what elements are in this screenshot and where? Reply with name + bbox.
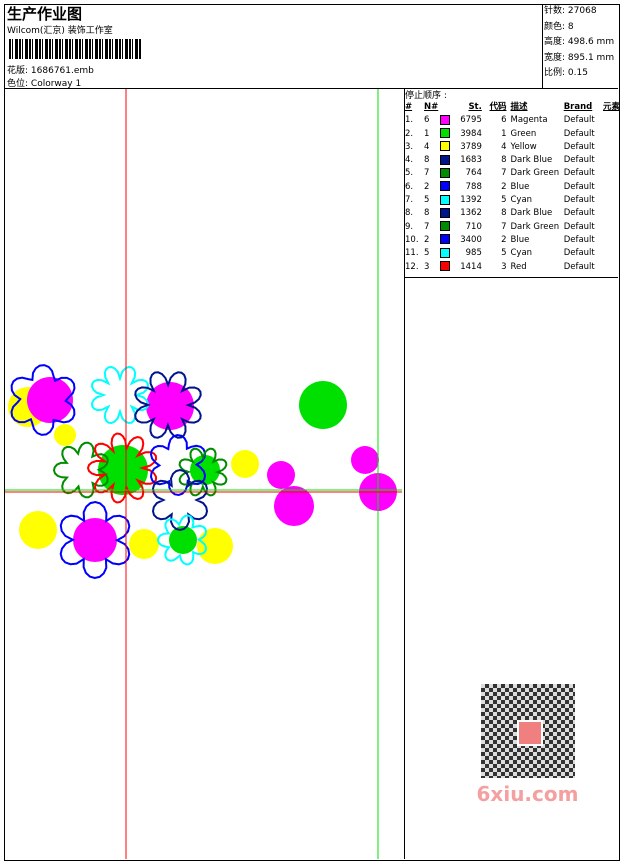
stitch-fill xyxy=(129,529,159,559)
flower-outline xyxy=(134,371,202,439)
stitch-fill xyxy=(351,446,379,474)
table-header: # N# St. 代码 描述 Brand 元素 xyxy=(405,102,620,112)
stitch-fill xyxy=(231,450,259,478)
color-swatch xyxy=(439,221,450,232)
qr-code xyxy=(480,684,575,778)
color-swatch xyxy=(439,234,450,245)
table-bottom-line xyxy=(404,277,618,278)
color-swatch xyxy=(439,167,450,178)
info-width: 宽度: 895.1 mm xyxy=(544,52,615,63)
color-swatch xyxy=(439,154,450,165)
info-stitches: 针数: 27068 xyxy=(544,6,597,16)
color-swatch xyxy=(439,141,450,152)
stop-sequence-title: 停止顺序 : xyxy=(405,91,447,101)
stitch-fill xyxy=(197,528,233,564)
info-height: 高度: 498.6 mm xyxy=(544,37,615,47)
color-swatch xyxy=(439,114,450,125)
design-file: 花版: 1686761.emb xyxy=(7,63,94,76)
colorway-value: Colorway 1 xyxy=(30,79,82,89)
company-name: Wilcom(汇京) 装饰工作室 xyxy=(7,26,113,36)
flower-outline xyxy=(86,432,158,504)
watermark-text: 6xiu.com xyxy=(476,782,579,806)
header-divider xyxy=(4,88,618,89)
stitch-fill xyxy=(274,486,314,526)
colorway: 色位: Colorway 1 xyxy=(7,76,81,89)
flower-outline xyxy=(10,364,76,436)
design-label: 花版: xyxy=(7,66,29,76)
stitch-fill xyxy=(169,526,197,554)
stitch-fill xyxy=(146,382,194,430)
page-title: 生产作业图 xyxy=(7,5,83,23)
flower-outline xyxy=(178,447,228,497)
stitch-fill xyxy=(267,461,295,489)
info-scale: 比例: 0.15 xyxy=(544,68,588,78)
color-swatch xyxy=(439,207,450,218)
barcode xyxy=(9,39,142,59)
flower-outline xyxy=(59,500,131,580)
info-colors: 颜色: 8 xyxy=(544,21,574,32)
color-swatch xyxy=(439,181,450,192)
flower-outline xyxy=(149,433,207,497)
flower-outline xyxy=(52,441,109,499)
watermark: 6xiu.com xyxy=(470,680,585,815)
color-swatch xyxy=(439,261,450,272)
flower-outline xyxy=(90,365,150,425)
color-swatch xyxy=(439,194,450,205)
stitch-fill xyxy=(54,424,76,446)
stitch-fill xyxy=(27,377,73,423)
design-value: 1686761.emb xyxy=(30,66,94,76)
stitch-fill xyxy=(299,381,347,429)
design-info: 针数: 27068 颜色: 8 高度: 498.6 mm 宽度: 895.1 m… xyxy=(544,4,614,82)
color-swatch xyxy=(439,247,450,258)
flower-outline xyxy=(151,468,209,532)
stitch-fill xyxy=(73,518,117,562)
colorway-label: 色位: xyxy=(7,79,29,89)
info-divider xyxy=(542,4,543,88)
color-swatch xyxy=(439,128,450,139)
stitch-fill xyxy=(19,511,57,549)
table-divider xyxy=(404,88,405,859)
flower-outline xyxy=(156,514,208,566)
